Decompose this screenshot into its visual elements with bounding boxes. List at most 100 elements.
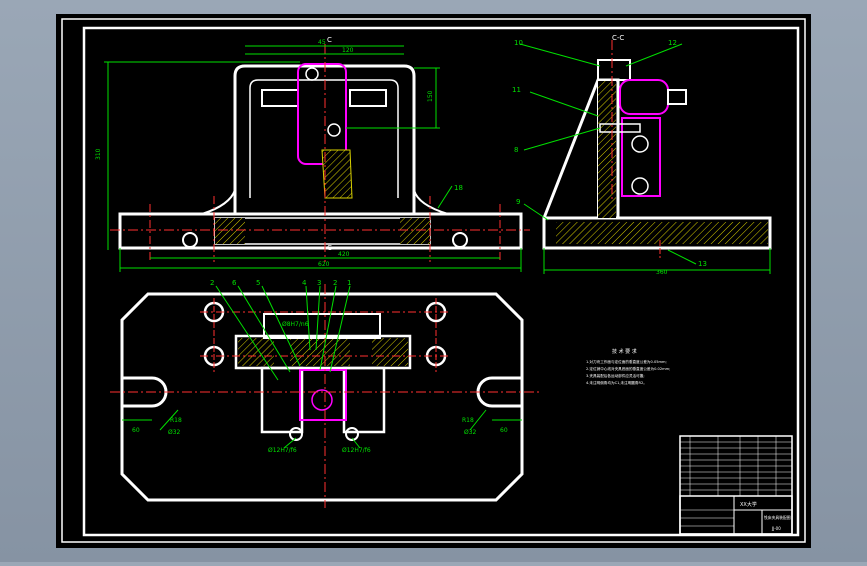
leader-5: [261, 285, 301, 367]
fit-left: Ø12H7/f6: [268, 447, 297, 454]
plan-clamp: [299, 369, 347, 421]
tech-item-3: 3.夹具装配后各运动部件应灵活可靠;: [586, 373, 645, 378]
leader-18: [437, 185, 453, 209]
balloon-2a: 2: [210, 279, 214, 287]
balloon-8: 8: [514, 146, 518, 154]
dim-120: 120: [342, 47, 354, 54]
leader-4: [305, 285, 311, 351]
front-view: C C 45 120 310 150 420 620 18: [95, 36, 530, 272]
leader-fit-r: [351, 437, 361, 449]
clamp-block: [321, 149, 353, 199]
side-link: [621, 117, 661, 197]
section-top-label: C: [327, 36, 332, 44]
plan-hatch-c: [290, 338, 350, 366]
dim-45: 45: [318, 39, 326, 46]
leader-dia-l: [159, 409, 179, 431]
dim-r18-right: R18: [462, 417, 474, 424]
front-base-plate: [118, 212, 523, 250]
dim-420: 420: [338, 251, 350, 258]
dim-dia-right: Ø32: [464, 429, 477, 436]
tech-requirements: 技 术 要 求 1.对刀块工作面与定位面的垂直度公差为0.05mm; 2.定位销…: [586, 348, 670, 385]
front-upright-inner: [249, 79, 399, 198]
leader-2b: [319, 285, 337, 371]
pin-top: [305, 67, 319, 81]
front-bolt-left: [182, 232, 198, 248]
tech-item-2: 2.定位销中心线对夹具底面的垂直度公差为0.02mm;: [586, 366, 670, 371]
sheet-inner-border: [82, 26, 800, 537]
plan-center-block: [234, 334, 412, 370]
balloon-18: 18: [454, 184, 463, 192]
balloon-11: 11: [512, 86, 521, 94]
hatch-left: [215, 218, 245, 244]
side-pin-lower: [631, 177, 649, 195]
side-handle: [667, 89, 687, 105]
side-base-hatch: [556, 222, 768, 244]
dim-r18-left: R18: [170, 417, 182, 424]
leader-12: [625, 43, 683, 67]
front-bolt-right: [452, 232, 468, 248]
balloon-1: 1: [347, 279, 351, 287]
hatch-right: [400, 218, 430, 244]
section-bottom-label: C: [327, 244, 332, 252]
balloon-12: 12: [668, 39, 677, 47]
title-drawing-name: 铣床夹具装配图: [764, 515, 791, 520]
side-base: [542, 216, 772, 250]
plan-hatch-l: [238, 338, 274, 366]
tech-title: 技 术 要 求: [612, 348, 637, 355]
balloon-6: 6: [232, 279, 237, 287]
plan-screw-right: [345, 427, 359, 441]
side-view: C-C 10 12 11 8 9 13 360: [512, 34, 772, 276]
balloon-10: 10: [514, 39, 523, 47]
balloon-9: 9: [516, 198, 520, 206]
balloon-2b: 2: [333, 279, 337, 287]
plan-hatch-r: [372, 338, 408, 366]
balloon-3: 3: [317, 279, 321, 287]
title-frame: [679, 495, 793, 535]
leader-8: [523, 127, 601, 151]
tech-item-4: 4.未注明倒角均为C1,未注明圆角R2。: [586, 380, 647, 385]
leader-dia-r: [469, 409, 487, 431]
title-code: JJ-00: [771, 526, 781, 531]
title-school: XX大学: [740, 501, 757, 508]
leader-1: [329, 285, 351, 373]
front-fillet-right: [413, 189, 449, 215]
leader-6: [237, 285, 291, 373]
balloon-13: 13: [698, 260, 707, 268]
dim-60-right: 60: [500, 427, 508, 434]
dim-60-left: 60: [132, 427, 140, 434]
side-section-label: C-C: [612, 34, 624, 42]
plan-upper-block: [263, 313, 381, 339]
sheet-outer-border: [61, 18, 806, 543]
plan-base-outline: [120, 292, 524, 502]
side-upright-hatch: [598, 80, 616, 218]
side-pin-upper: [631, 135, 649, 153]
clamp-arm: [297, 63, 347, 165]
plan-screw-left: [289, 427, 303, 441]
pin-middle: [327, 123, 341, 137]
tech-item-1: 1.对刀块工作面与定位面的垂直度公差为0.05mm;: [586, 359, 667, 364]
dim-150: 150: [427, 90, 434, 102]
leader-2a: [215, 285, 279, 381]
dim-360: 360: [656, 269, 668, 276]
leader-3: [315, 285, 321, 351]
plan-leg-right: [342, 366, 386, 434]
dim-310: 310: [95, 148, 102, 160]
dim-dia-left: Ø32: [168, 429, 181, 436]
fit-top: Ø8H7/n6: [282, 321, 309, 328]
plan-clamp-pin: [311, 389, 333, 411]
balloon-5: 5: [256, 279, 260, 287]
leader-fit-l: [283, 437, 297, 449]
leader-13: [667, 249, 697, 265]
leader-9: [523, 203, 549, 221]
leader-10: [519, 43, 601, 67]
side-top-block: [597, 59, 631, 81]
title-block: XX大学 铣床夹具装配图 JJ-00: [679, 435, 793, 535]
front-fillet-left: [201, 189, 236, 215]
leader-11: [529, 91, 599, 117]
dim-620: 620: [318, 261, 330, 268]
plan-leg-left: [260, 366, 304, 434]
plan-view: 2 6 5 4 3 2 1 60 60 R18 R18 Ø32 Ø32 Ø12H…: [110, 279, 540, 508]
fit-right: Ø12H7/f6: [342, 447, 371, 454]
